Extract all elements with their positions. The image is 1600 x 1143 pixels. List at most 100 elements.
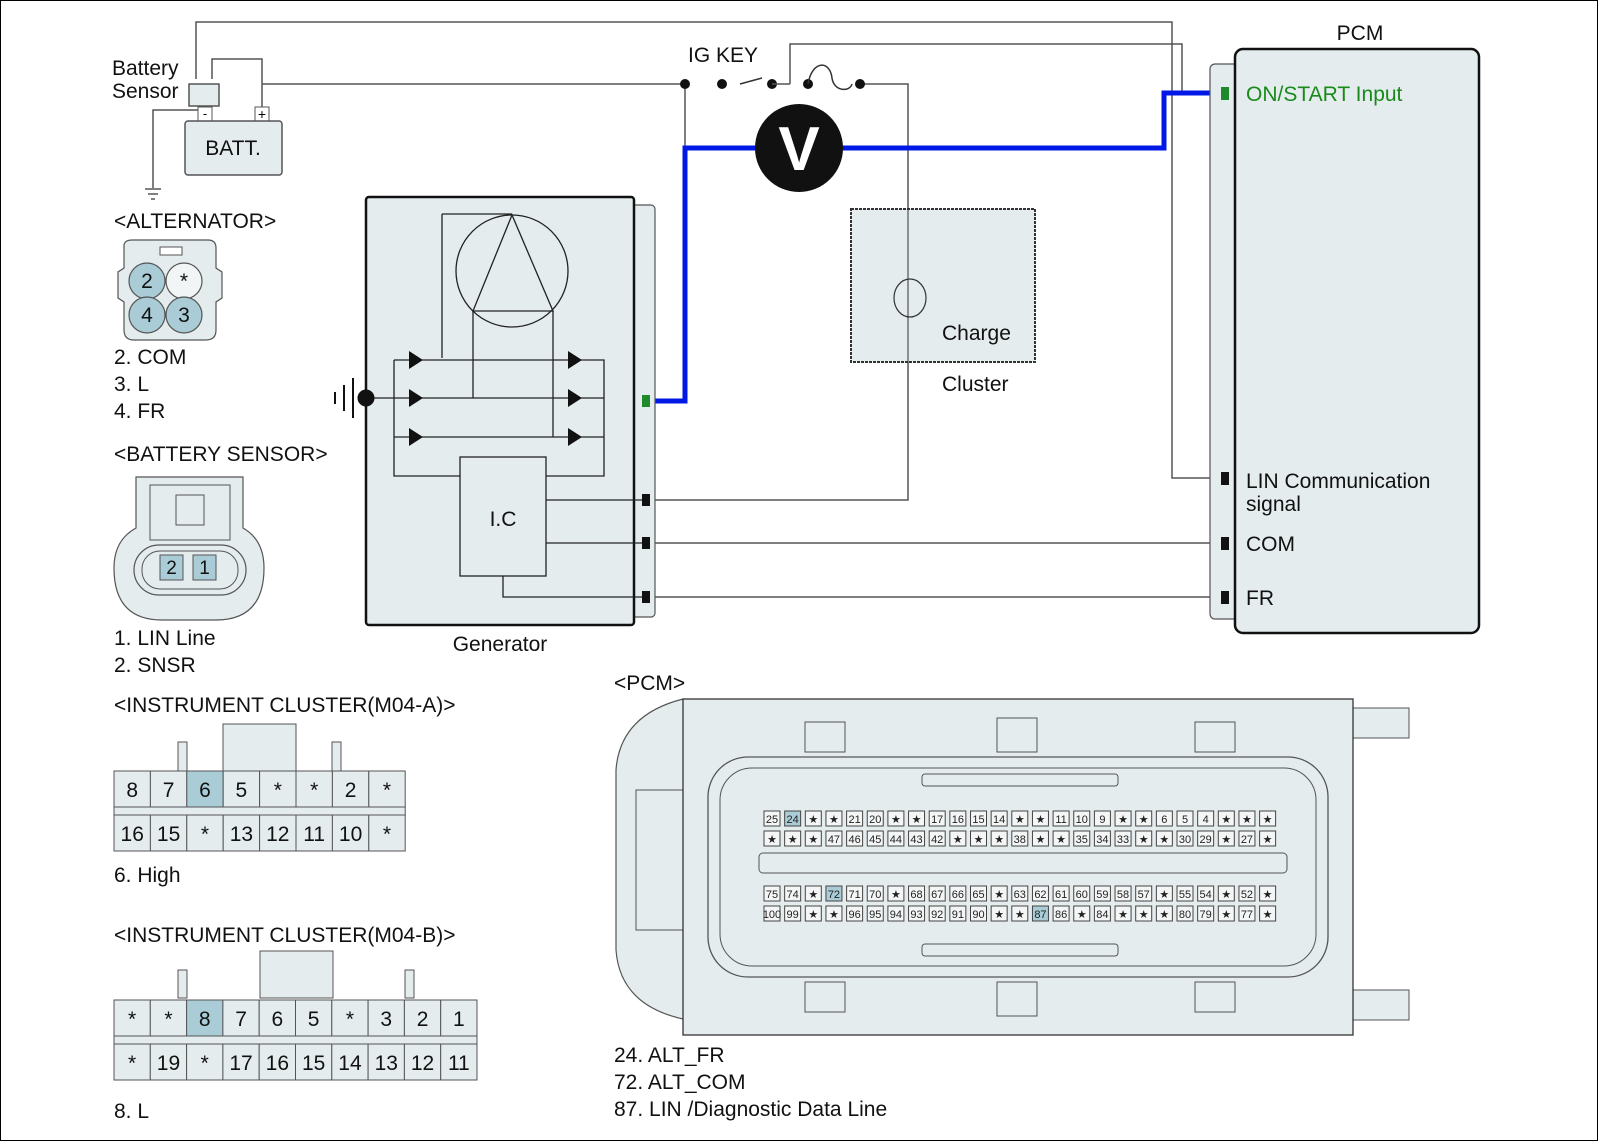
pcm-terminal-com bbox=[1221, 537, 1229, 550]
pcm-pin-label: ★ bbox=[808, 834, 818, 846]
cluster-b-pin-label: * bbox=[128, 1052, 136, 1075]
pcm-pin-label: ★ bbox=[1263, 889, 1273, 901]
cluster-b-pin-label: 11 bbox=[448, 1052, 470, 1075]
pcm-pin-label: 45 bbox=[869, 834, 881, 846]
pcm-pin-label: 27 bbox=[1241, 834, 1253, 846]
pcm-pin-38 bbox=[1011, 830, 1029, 847]
pcm-pin-empty bbox=[1217, 905, 1235, 922]
fuse-icon bbox=[772, 64, 865, 91]
pcm-pin-label: 15 bbox=[972, 814, 984, 826]
pcm-connector-title: <PCM> bbox=[614, 672, 685, 695]
pcm-pin-label: 92 bbox=[931, 909, 943, 921]
pcm-pin-empty bbox=[825, 905, 843, 922]
generator-label: Generator bbox=[453, 633, 548, 656]
pcm-pin-empty bbox=[804, 905, 822, 922]
pcm-pin-47 bbox=[825, 830, 843, 847]
pcm-pin-15 bbox=[970, 810, 987, 827]
pcm-pin-label: 57 bbox=[1138, 889, 1150, 901]
pcm-pin-11 bbox=[1052, 810, 1070, 827]
cluster-b-pin-label: 3 bbox=[380, 1008, 392, 1031]
pcm-pin-58 bbox=[1114, 885, 1132, 902]
cluster-b-pin-11 bbox=[440, 1043, 478, 1081]
cluster-b-pin-label: 13 bbox=[375, 1052, 398, 1075]
pcm-pin-empty bbox=[1011, 905, 1029, 922]
generator-ground-icon bbox=[334, 378, 375, 418]
battery-sensor-block: Battery Sensor bbox=[112, 57, 220, 107]
generator-block: I.C Generator bbox=[334, 195, 656, 656]
diode-icons bbox=[409, 351, 582, 446]
pcm-pin-label: 86 bbox=[1055, 909, 1067, 921]
cluster-b-pin-label: 5 bbox=[308, 1008, 320, 1031]
pcm-pin-30 bbox=[1176, 830, 1194, 847]
pcm-latch-tabs bbox=[804, 717, 1236, 1017]
pcm-pin-label: ★ bbox=[1036, 834, 1046, 846]
pcm-pin-label: 65 bbox=[972, 889, 984, 901]
pcm-pin-label: 91 bbox=[952, 909, 964, 921]
pcm-pin-empty bbox=[1155, 885, 1173, 902]
cluster-a-pin-label: 13 bbox=[230, 823, 253, 846]
ground-icon bbox=[145, 188, 161, 200]
pcm-pin-label: 84 bbox=[1096, 909, 1108, 921]
alternator-pin-label: 3 bbox=[178, 304, 190, 327]
pcm-pin-label: ★ bbox=[1242, 814, 1252, 826]
pcm-pin-71 bbox=[846, 885, 864, 902]
generator-terminal-l bbox=[642, 395, 650, 407]
pcm-pin-empty bbox=[804, 830, 822, 847]
wire-lin bbox=[195, 21, 1221, 479]
cluster-b-pin-label: 6 bbox=[272, 1008, 284, 1031]
cluster-a-pin-label: 8 bbox=[126, 779, 138, 802]
cluster-b-pin-19 bbox=[149, 1043, 188, 1081]
pcm-block: PCM ON/START Input LIN Communication sig… bbox=[1209, 22, 1481, 635]
pcm-pin-14 bbox=[990, 810, 1008, 827]
alternator-title: <ALTERNATOR> bbox=[114, 210, 276, 233]
pcm-pin-label: 17 bbox=[931, 814, 943, 826]
pcm-pin-34 bbox=[1093, 830, 1111, 847]
cluster-a-pin-empty bbox=[368, 770, 406, 808]
pcm-pin-empty bbox=[1135, 810, 1153, 827]
pcm-pin-43 bbox=[908, 830, 926, 847]
ig-key-switch[interactable]: IG KEY bbox=[680, 44, 777, 89]
alternator-legend-2: 4. FR bbox=[114, 400, 165, 423]
cluster-a-pin-7 bbox=[149, 770, 188, 808]
cluster-b-pin-empty bbox=[113, 1043, 151, 1081]
cluster-a-pin-11 bbox=[295, 814, 333, 852]
pcm-pin-label: 90 bbox=[972, 909, 984, 921]
pcm-pin-90 bbox=[970, 905, 987, 922]
battery-sensor-pin-label: 1 bbox=[199, 558, 210, 579]
pcm-legend-1: 72. ALT_COM bbox=[614, 1071, 746, 1094]
pcm-pin-70 bbox=[866, 885, 884, 902]
pcm-pin-empty bbox=[1073, 905, 1091, 922]
cluster-a-pin-label: * bbox=[383, 823, 391, 846]
pcm-pin-empty bbox=[990, 905, 1008, 922]
pcm-pin-66 bbox=[949, 885, 967, 902]
voltmeter-label: V bbox=[778, 115, 819, 184]
pcm-on-start-label: ON/START Input bbox=[1246, 83, 1403, 106]
pcm-pin-label: 71 bbox=[848, 889, 860, 901]
cluster-b-pin-label: 16 bbox=[266, 1052, 289, 1075]
pcm-pin-label: ★ bbox=[1263, 909, 1273, 921]
pcm-pin-label: 60 bbox=[1076, 889, 1088, 901]
cluster-b-title: <INSTRUMENT CLUSTER(M04-B)> bbox=[114, 924, 456, 947]
pcm-pin-46 bbox=[846, 830, 864, 847]
pcm-pin-92 bbox=[928, 905, 946, 922]
pcm-pin-label: 93 bbox=[910, 909, 922, 921]
alternator-pin-label: 4 bbox=[141, 304, 153, 327]
pcm-pin-empty bbox=[1114, 905, 1132, 922]
cluster-b-pin-15 bbox=[295, 1043, 333, 1081]
pcm-pin-label: ★ bbox=[1056, 834, 1066, 846]
pcm-pin-label: 100 bbox=[763, 909, 781, 921]
pcm-pin-label: ★ bbox=[891, 889, 901, 901]
pcm-pin-72 bbox=[825, 885, 843, 902]
wires bbox=[152, 21, 1221, 598]
pcm-pin-empty bbox=[1217, 885, 1235, 902]
pcm-pin-empty bbox=[763, 830, 781, 847]
pcm-pin-empty bbox=[970, 830, 987, 847]
cluster-b-pin-2 bbox=[403, 999, 442, 1037]
cluster-b-pin-label: * bbox=[201, 1052, 209, 1075]
pcm-pin-93 bbox=[908, 905, 926, 922]
pcm-pin-74 bbox=[784, 885, 802, 902]
pcm-pin-label: ★ bbox=[1159, 909, 1169, 921]
